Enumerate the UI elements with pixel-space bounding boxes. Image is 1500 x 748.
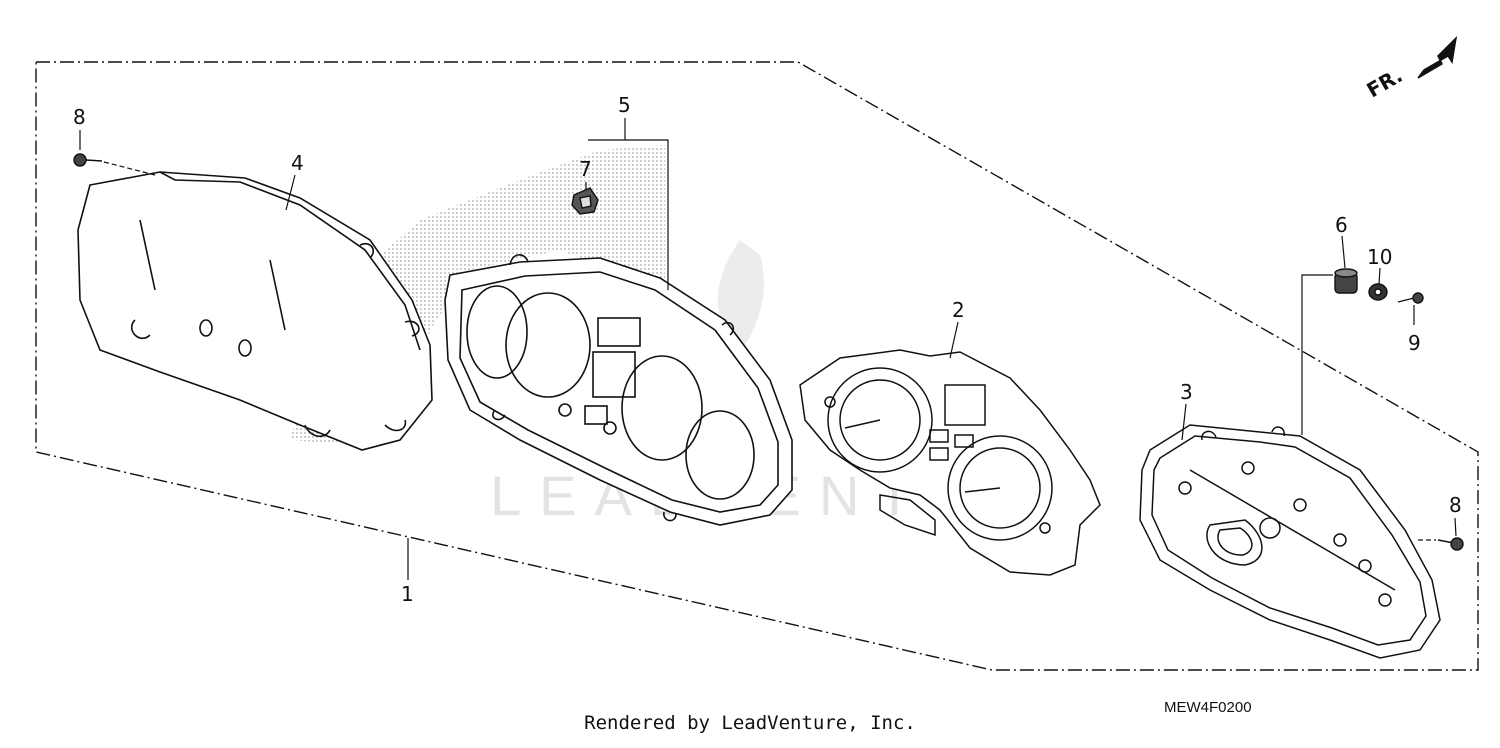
part-5-meter-bezel xyxy=(444,254,793,526)
leader-lines xyxy=(79,118,1457,580)
part-6-rubber-mount xyxy=(1334,268,1358,294)
part-10-collar xyxy=(1368,283,1388,301)
callout-9: 9 xyxy=(1408,331,1421,355)
part-2-meter-face xyxy=(799,349,1101,576)
callout-1: 1 xyxy=(401,582,414,606)
front-arrow: FR. xyxy=(1363,35,1458,102)
assembly-boundary xyxy=(35,61,1479,671)
callout-10: 10 xyxy=(1367,245,1392,269)
callout-3: 3 xyxy=(1180,380,1193,404)
diagram-code: MEW4F0200 xyxy=(1164,699,1252,716)
part-3-meter-case xyxy=(1139,424,1441,659)
part-8-screw-left xyxy=(73,153,103,167)
callout-2: 2 xyxy=(952,298,965,322)
front-label: FR. xyxy=(1363,63,1407,102)
callout-8-right: 8 xyxy=(1449,493,1462,517)
part-9-screw xyxy=(1397,292,1424,304)
callout-7: 7 xyxy=(579,157,592,181)
footer-credit: Rendered by LeadVenture, Inc. xyxy=(584,712,916,734)
part-4-lens-cover xyxy=(77,171,433,451)
callout-4: 4 xyxy=(291,151,304,175)
callout-8-left: 8 xyxy=(73,105,86,129)
callout-5: 5 xyxy=(618,93,631,117)
callout-6: 6 xyxy=(1335,213,1348,237)
callouts: 1 2 3 4 5 6 7 8 8 9 10 xyxy=(73,93,1462,606)
part-8-screw-right xyxy=(1437,537,1464,551)
part-7-grommet xyxy=(571,187,599,215)
front-arrow-icon xyxy=(1417,35,1458,79)
